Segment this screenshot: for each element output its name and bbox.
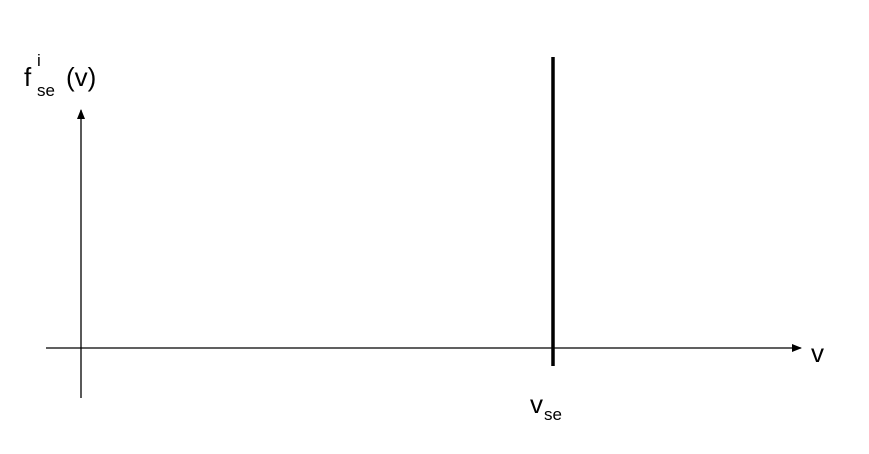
y-axis-label-argument: (v) [66, 62, 96, 92]
y-axis-label-base: f [24, 62, 32, 92]
spike-position-label: v se [530, 389, 562, 424]
x-axis-label: v [811, 338, 824, 368]
y-axis-label-subscript: se [37, 81, 55, 100]
spike-position-label-base: v [530, 389, 543, 419]
y-axis-label: f i se (v) [24, 51, 96, 100]
y-axis-label-superscript: i [37, 51, 41, 70]
spike-position-label-subscript: se [544, 405, 562, 424]
